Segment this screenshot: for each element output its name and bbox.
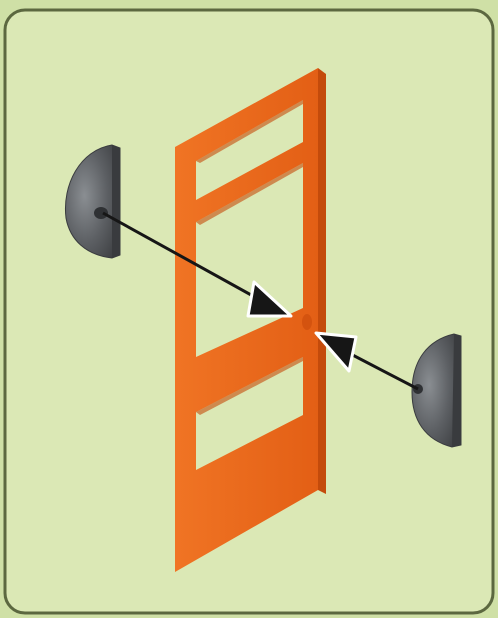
insertion-hole — [302, 314, 312, 330]
ladder-front — [175, 68, 318, 572]
ladder-bevel-low — [196, 357, 303, 415]
left-knob-body — [64, 144, 121, 259]
left-arrow-shaft — [102, 211, 263, 303]
ladder-side-edge — [318, 68, 326, 494]
half-round-knob-icon — [411, 333, 462, 448]
left-knob-hole — [94, 207, 108, 219]
arrow-left-up-icon — [314, 331, 419, 391]
ladder-bevel-top — [196, 100, 303, 163]
left-knob-flat-face — [112, 145, 120, 258]
left-arrow-head — [246, 280, 293, 318]
half-round-knob-icon — [64, 144, 121, 259]
right-knob-body — [411, 333, 462, 448]
right-arrow-shaft — [342, 348, 419, 391]
right-arrow-head — [314, 331, 358, 373]
right-knob-flat-face — [452, 334, 461, 447]
ladder-panel — [175, 68, 326, 572]
arrow-right-down-icon — [102, 211, 293, 318]
ladder-bevel-mid — [196, 163, 303, 225]
